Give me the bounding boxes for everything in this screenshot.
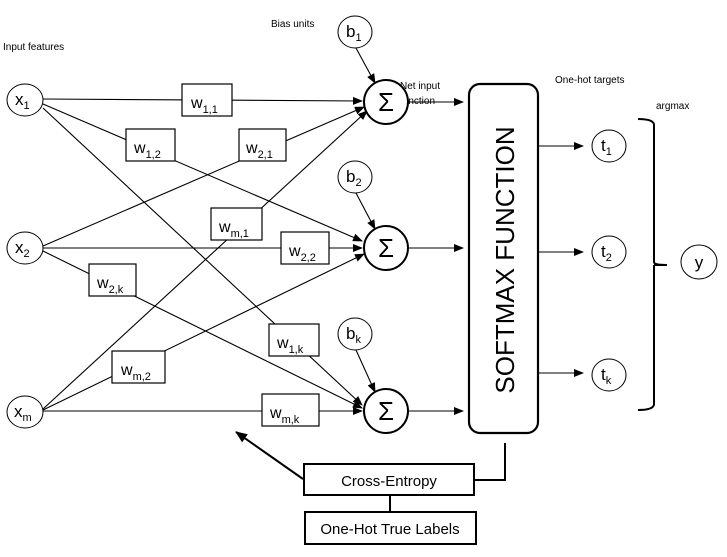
weight-boxes: w1,1 w1,2 w2,1 wm,1 w2,2 w2,k w1,k wm,2 [88, 83, 330, 427]
svg-text:w2,2: w2,2 [288, 243, 316, 264]
bias-node-b2: b2 [337, 160, 373, 194]
one-hot-targets-annotation: One-hot targets [555, 75, 624, 86]
svg-text:w1,1: w1,1 [190, 95, 218, 116]
weight-w2k: w2,k [88, 263, 137, 297]
weight-w21: w2,1 [238, 128, 287, 162]
weight-wm1: wm,1 [210, 207, 263, 241]
target-node-t1: t1 [591, 129, 627, 163]
input-node-x2: x2 [6, 231, 44, 265]
svg-text:bk: bk [346, 324, 361, 346]
output-node-y: y [680, 244, 718, 280]
softmax-label: SOFTMAX FUNCTION [490, 126, 520, 393]
edge-b2-s2 [355, 192, 376, 230]
weight-w1k: w1,k [268, 323, 320, 357]
svg-text:w2,1: w2,1 [245, 140, 273, 161]
sum-node-1: Σ [363, 79, 409, 125]
weight-wmk: wm,k [261, 393, 320, 427]
svg-text:t2: t2 [601, 242, 612, 264]
svg-text:One-Hot True Labels: One-Hot True Labels [320, 521, 459, 538]
one-hot-true-labels-box: One-Hot True Labels [304, 511, 477, 545]
edge-x2-s1 [42, 106, 365, 247]
weight-w22: w2,2 [280, 231, 330, 265]
svg-text:wm,2: wm,2 [120, 362, 151, 383]
svg-text:Σ: Σ [378, 396, 394, 426]
input-node-x1: x1 [6, 83, 44, 117]
svg-text:Σ: Σ [378, 87, 394, 117]
net-input-annotation-line1: Net input [400, 81, 440, 92]
target-node-t2: t2 [591, 235, 627, 269]
svg-text:t1: t1 [601, 136, 612, 158]
weight-wm2: wm,2 [111, 350, 166, 384]
bias-node-b1: b1 [337, 15, 373, 49]
edge-bk-sk [355, 349, 376, 393]
svg-text:w1,2: w1,2 [133, 140, 161, 161]
svg-text:tk: tk [601, 365, 612, 387]
svg-text:Cross-Entropy: Cross-Entropy [341, 473, 437, 490]
sum-node-2: Σ [363, 225, 409, 271]
weight-w11: w1,1 [181, 83, 233, 117]
softmax-function-box: SOFTMAX FUNCTION [467, 82, 540, 435]
sum-node-k: Σ [363, 388, 409, 434]
feedback-arrow [235, 431, 304, 480]
svg-text:x2: x2 [15, 238, 30, 260]
svg-text:w1,k: w1,k [276, 335, 304, 356]
input-node-xm: xm [6, 395, 44, 429]
svg-text:Σ: Σ [378, 233, 394, 263]
argmax-annotation: argmax [656, 101, 689, 112]
edge-x1-s2 [42, 103, 363, 242]
svg-text:x1: x1 [15, 90, 30, 112]
svg-text:y: y [695, 253, 704, 272]
cross-entropy-box: Cross-Entropy [303, 463, 475, 496]
input-features-annotation: Input features [3, 42, 64, 53]
target-node-tk: tk [591, 358, 627, 392]
edge-b1-s1 [355, 47, 376, 84]
bias-node-bk: bk [337, 317, 373, 351]
edge-xm-s1 [42, 110, 368, 410]
svg-text:b1: b1 [346, 22, 362, 44]
edge-xm-s2 [42, 253, 365, 411]
weight-w12: w1,2 [125, 128, 176, 162]
svg-text:wm,1: wm,1 [218, 219, 249, 240]
svg-text:b2: b2 [346, 167, 362, 189]
softmax-to-cross-entropy-line [474, 443, 506, 481]
svg-text:wm,k: wm,k [269, 405, 300, 426]
bias-units-annotation: Bias units [271, 19, 314, 30]
svg-text:xm: xm [14, 402, 32, 424]
svg-text:w2,k: w2,k [96, 275, 124, 296]
